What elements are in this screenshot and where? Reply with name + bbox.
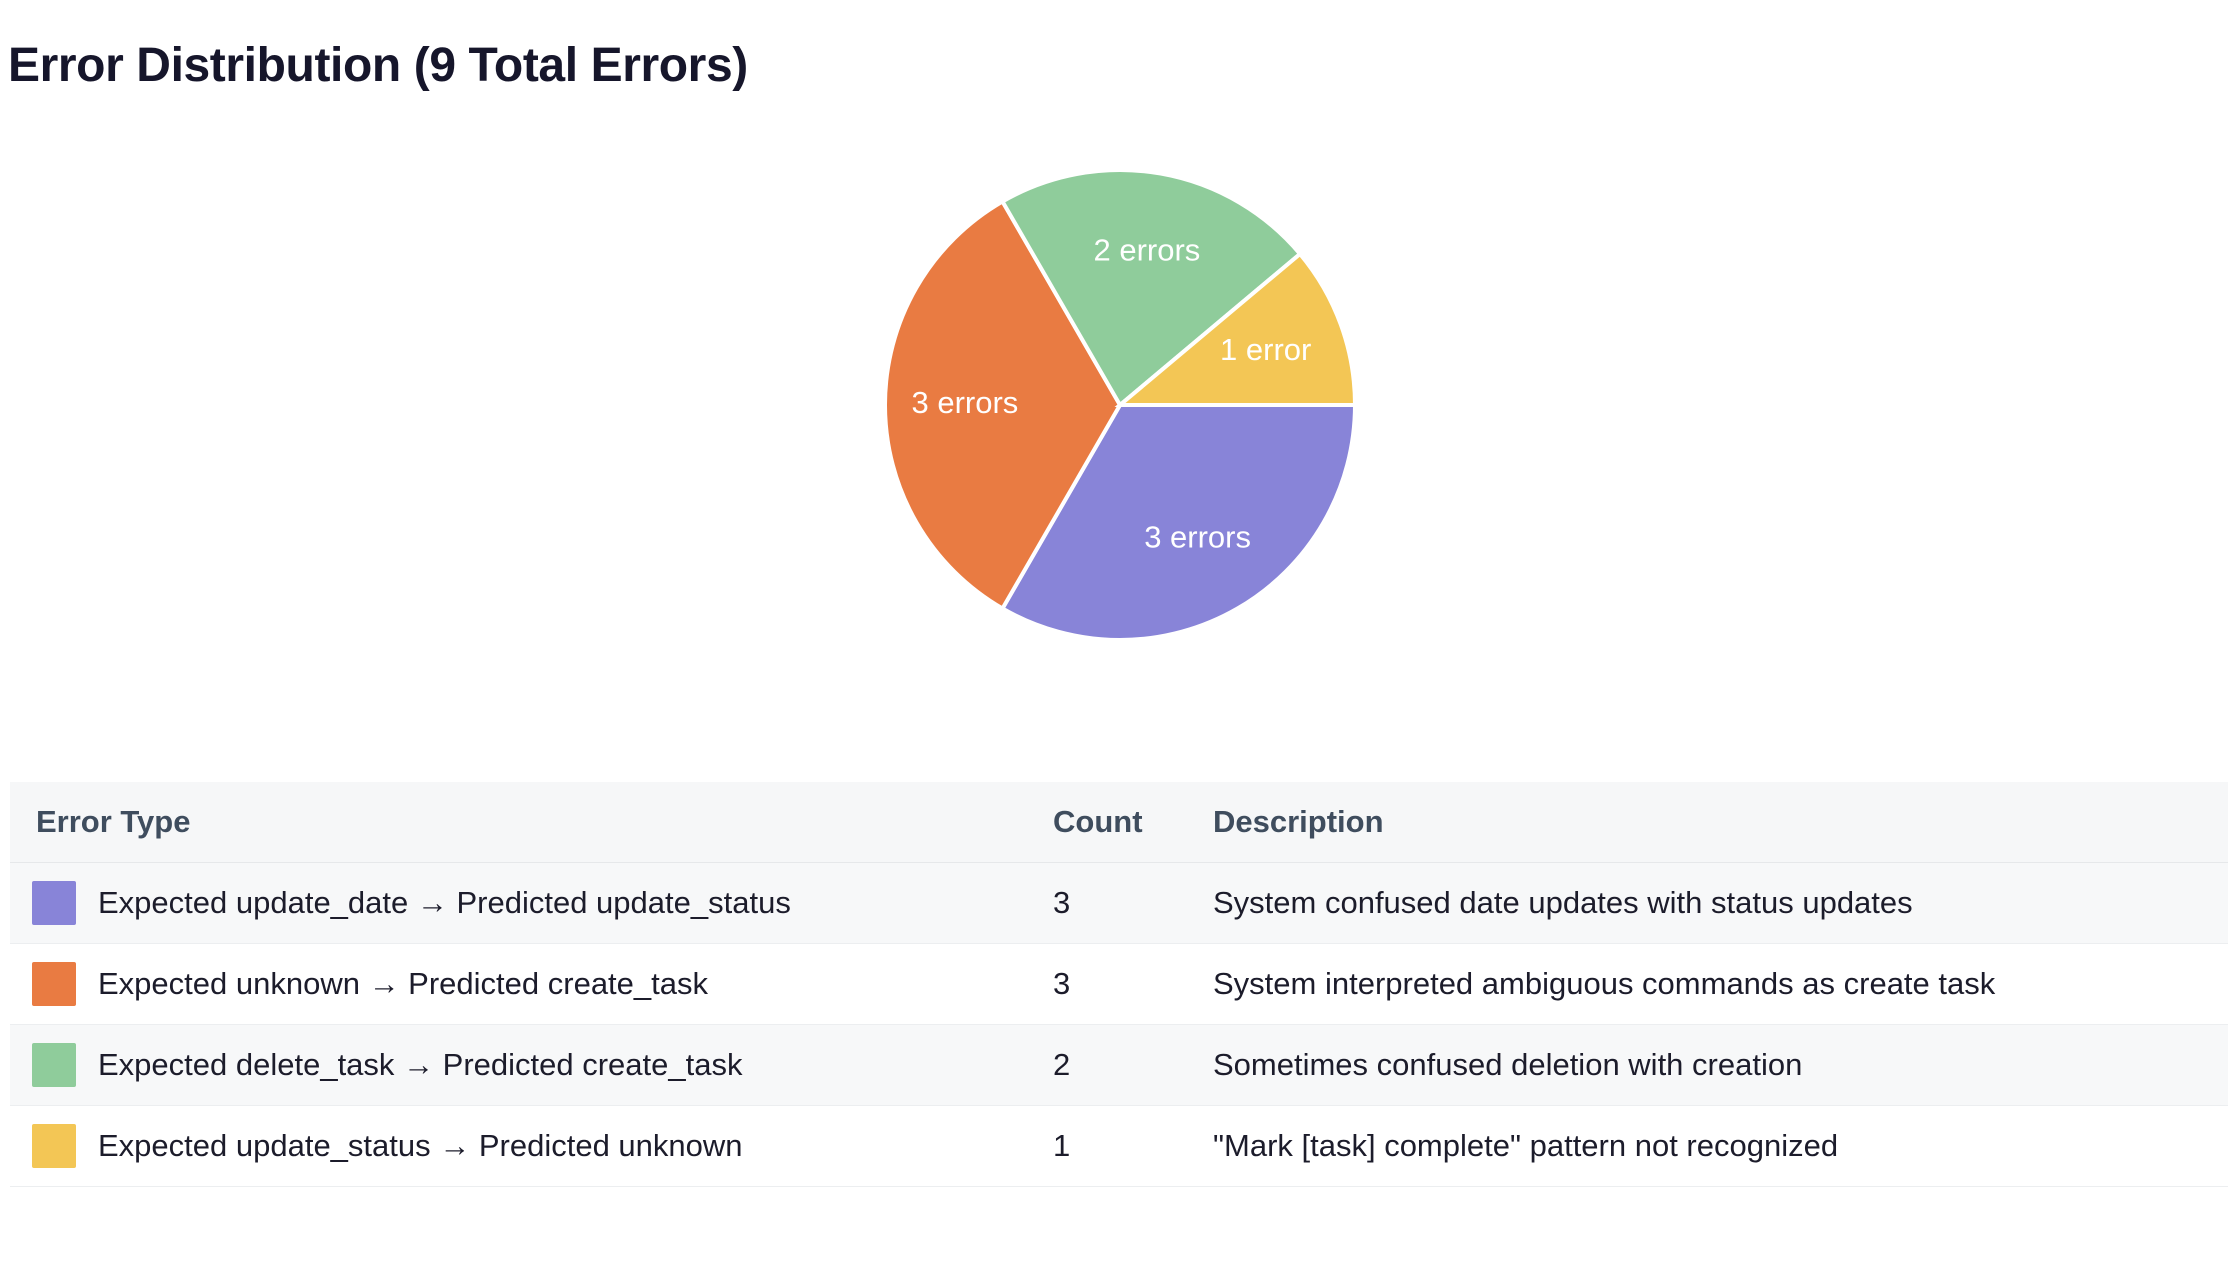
pie-chart-svg: 3 errors 3 errors 2 errors 1 error — [885, 170, 1355, 640]
cell-error-type: Expected delete_task → Predicted create_… — [10, 1025, 1045, 1106]
table-header: Error Type Count Description — [10, 782, 2228, 863]
error-type-label: Expected delete_task → Predicted create_… — [98, 1047, 743, 1083]
pie-label-group: 3 errors 3 errors 2 errors 1 error — [911, 232, 1311, 554]
color-swatch-icon — [32, 1043, 76, 1087]
pie-slice[interactable] — [999, 170, 1303, 409]
cell-error-type: Expected update_status → Predicted unkno… — [10, 1106, 1045, 1187]
cell-description: "Mark [task] complete" pattern not recog… — [1213, 1128, 1839, 1164]
color-swatch-icon — [32, 962, 76, 1006]
pie-slice[interactable] — [999, 403, 1356, 640]
table-header-row: Error Type Count Description — [10, 782, 2228, 863]
cell-count: 1 — [1053, 1128, 1071, 1164]
color-swatch-icon — [32, 1124, 76, 1168]
table-row[interactable]: Expected update_date → Predicted update_… — [10, 862, 2228, 944]
color-swatch-icon — [32, 881, 76, 925]
error-type-label: Expected unknown → Predicted create_task — [98, 966, 709, 1002]
page-title: Error Distribution (9 Total Errors) — [8, 39, 748, 93]
cell-count: 2 — [1053, 1047, 1071, 1083]
pie-slice-label: 1 error — [1220, 332, 1311, 367]
pie-slice-label: 3 errors — [1144, 519, 1251, 554]
cell-error-type: Expected unknown → Predicted create_task — [10, 944, 1045, 1025]
pie-slice[interactable] — [1114, 251, 1355, 407]
cell-error-type: Expected update_date → Predicted update_… — [10, 863, 1045, 944]
table-body: Expected update_date → Predicted update_… — [10, 862, 2228, 1187]
column-header-description[interactable]: Description — [1205, 782, 2228, 863]
pie-slice-label: 2 errors — [1093, 232, 1200, 267]
table-row[interactable]: Expected unknown → Predicted create_task… — [10, 943, 2228, 1025]
pie-slice-group — [885, 170, 1355, 640]
error-type-label: Expected update_date → Predicted update_… — [98, 885, 791, 921]
column-header-count[interactable]: Count — [1045, 782, 1205, 863]
cell-description: Sometimes confused deletion with creatio… — [1213, 1047, 1803, 1083]
cell-count: 3 — [1053, 885, 1071, 921]
table-row[interactable]: Expected update_status → Predicted unkno… — [10, 1105, 2228, 1187]
cell-description: System interpreted ambiguous commands as… — [1213, 966, 1996, 1002]
error-distribution-chart: 3 errors 3 errors 2 errors 1 error — [0, 100, 2239, 750]
column-header-error-type[interactable]: Error Type — [10, 782, 1045, 863]
table-row[interactable]: Expected delete_task → Predicted create_… — [10, 1024, 2228, 1106]
error-type-label: Expected update_status → Predicted unkno… — [98, 1128, 743, 1164]
pie-slice[interactable] — [885, 198, 1123, 612]
error-breakdown-table: Error Type Count Description Expected up… — [10, 782, 2228, 1187]
cell-description: System confused date updates with status… — [1213, 885, 1913, 921]
pie-slice-label: 3 errors — [911, 385, 1018, 420]
cell-count: 3 — [1053, 966, 1071, 1002]
pie-chart-viewport: 3 errors 3 errors 2 errors 1 error — [885, 170, 1355, 640]
